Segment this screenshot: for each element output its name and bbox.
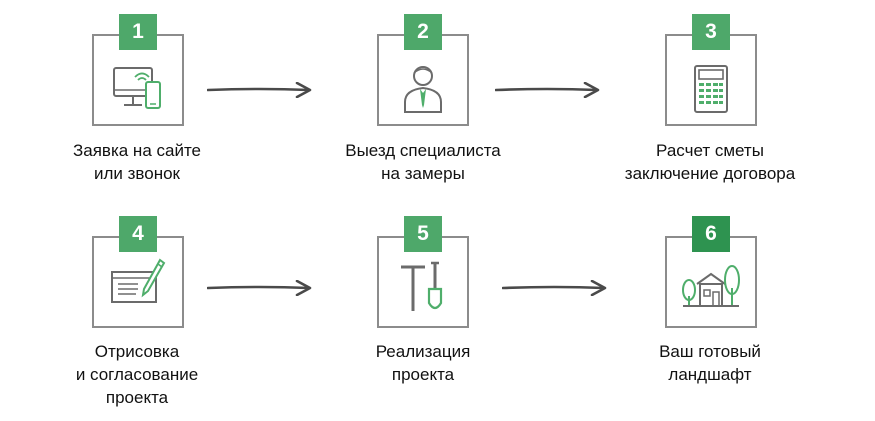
house-landscape-icon [682, 265, 740, 307]
step-number-badge: 2 [404, 14, 442, 50]
garden-tools-icon [401, 261, 443, 311]
step-number-badge: 1 [119, 14, 157, 50]
arrow-right-icon [207, 82, 312, 98]
drawing-pen-icon [111, 258, 166, 303]
specialist-person-icon [404, 66, 442, 113]
step-label: Ваш готовый ландшафт [659, 342, 761, 384]
step-label: Заявка на сайте или звонок [72, 141, 201, 183]
step-label: Реализация проекта [375, 342, 471, 384]
step-number-badge: 5 [404, 216, 442, 252]
calculator-icon [694, 65, 728, 113]
step-label: Расчет сметы заключение договора [624, 141, 796, 183]
arrow-right-icon [207, 280, 312, 296]
step-label: Выезд специалиста на замеры [345, 141, 501, 183]
step-number-badge: 3 [692, 14, 730, 50]
computer-phone-icon [113, 67, 161, 109]
step-number-badge: 6 [692, 216, 730, 252]
step-label: Отрисовка и согласование проекта [75, 342, 199, 407]
step-number-badge: 4 [119, 216, 157, 252]
arrow-right-icon [495, 82, 600, 98]
arrow-right-icon [502, 280, 607, 296]
